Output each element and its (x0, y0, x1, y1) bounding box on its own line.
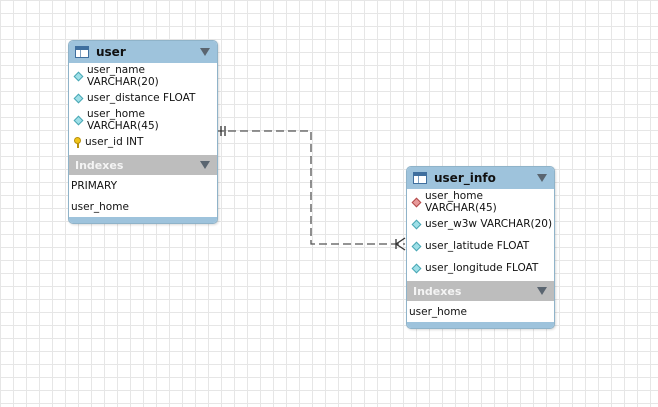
collapse-arrow-icon[interactable] (537, 287, 547, 295)
collapse-arrow-icon[interactable] (200, 48, 210, 56)
collapse-arrow-icon[interactable] (200, 161, 210, 169)
primary-key-icon (74, 136, 81, 148)
column-list: user_home VARCHAR(45) user_w3w VARCHAR(2… (407, 189, 554, 281)
indexes-label: Indexes (413, 284, 462, 298)
column-label: user_id INT (85, 136, 144, 148)
index-row[interactable]: user_home (407, 301, 554, 322)
column-label: user_home VARCHAR(45) (87, 108, 159, 132)
index-label: user_home (409, 305, 467, 318)
crowfoot-lower (395, 243, 406, 251)
index-label: PRIMARY (71, 179, 118, 192)
column-row[interactable]: user_w3w VARCHAR(20) (407, 213, 554, 235)
column-label: user_w3w VARCHAR(20) (425, 218, 553, 230)
table-icon (75, 46, 89, 58)
column-diamond-icon (411, 241, 422, 251)
column-row[interactable]: user_name VARCHAR(20) (69, 64, 217, 88)
column-row[interactable]: user_latitude FLOAT (407, 235, 554, 257)
foreign-key-diamond-icon (411, 197, 422, 207)
column-diamond-icon (73, 115, 84, 125)
indexes-label: Indexes (75, 158, 124, 172)
index-row[interactable]: user_home (69, 196, 217, 217)
entity-title: user_info (434, 171, 496, 185)
column-row[interactable]: user_longitude FLOAT (407, 257, 554, 279)
column-label: user_longitude FLOAT (425, 262, 539, 274)
entity-header[interactable]: user_info (407, 167, 554, 189)
crowfoot-upper (395, 237, 406, 245)
column-list: user_name VARCHAR(20) user_distance FLOA… (69, 63, 217, 155)
entity-user-info[interactable]: user_info user_home VARCHAR(45) user_w3w… (406, 166, 555, 329)
index-label: user_home (71, 200, 129, 213)
column-diamond-icon (73, 93, 84, 103)
column-row[interactable]: user_home VARCHAR(45) (407, 190, 554, 214)
indexes-header[interactable]: Indexes (69, 155, 217, 175)
indexes-header[interactable]: Indexes (407, 281, 554, 301)
entity-header[interactable]: user (69, 41, 217, 63)
index-row[interactable]: PRIMARY (69, 175, 217, 196)
entity-title: user (96, 45, 126, 59)
column-label: user_latitude FLOAT (425, 240, 530, 252)
column-label: user_distance FLOAT (87, 92, 196, 104)
entity-footer (407, 322, 554, 328)
table-icon (413, 172, 427, 184)
column-row[interactable]: user_id INT (69, 131, 217, 153)
collapse-arrow-icon[interactable] (537, 174, 547, 182)
entity-user[interactable]: user user_name VARCHAR(20) user_distance… (68, 40, 218, 224)
relationship-line (216, 130, 405, 245)
column-label: user_name VARCHAR(20) (87, 64, 159, 88)
column-diamond-icon (73, 71, 84, 81)
column-diamond-icon (411, 219, 422, 229)
column-diamond-icon (411, 263, 422, 273)
column-row[interactable]: user_home VARCHAR(45) (69, 108, 217, 132)
entity-footer (69, 217, 217, 223)
column-label: user_home VARCHAR(45) (425, 190, 497, 214)
column-row[interactable]: user_distance FLOAT (69, 87, 217, 109)
